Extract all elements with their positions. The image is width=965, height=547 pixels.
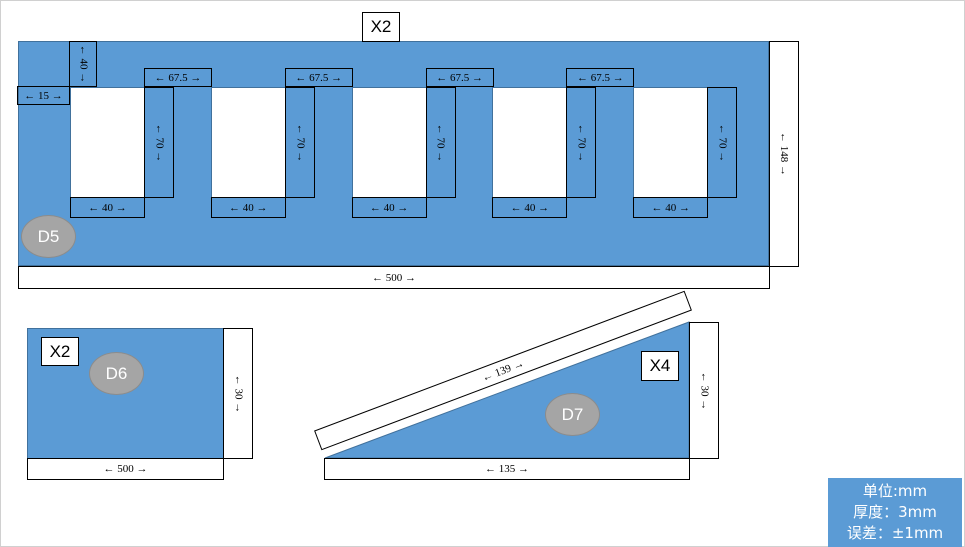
dim-base: ← 135 → <box>324 458 690 480</box>
dim-margin-top: ← 40 → <box>69 41 97 87</box>
dim-height: ← 30 → <box>223 328 253 459</box>
dim-slot-width: ← 40 → <box>70 197 145 218</box>
dim-slot-height: ← 70 → <box>284 87 315 198</box>
dim-height: ← 148 → <box>769 41 799 267</box>
unit-text: 单位:mm <box>862 482 928 500</box>
dim-slot-height: ← 70 → <box>566 87 597 198</box>
dim-slot-width: ← 40 → <box>351 197 427 218</box>
dim-slot-height: ← 70 → <box>707 87 738 198</box>
quantity-label: X2 <box>362 12 400 42</box>
tolerance-text: 误差：±1mm <box>846 524 944 542</box>
dim-margin-left: ← 15 → <box>17 86 70 105</box>
part-id-ellipse: D7 <box>545 393 600 436</box>
dim-slot-pitch: ← 67.5 → <box>566 68 635 87</box>
part-id-ellipse: D6 <box>89 352 144 395</box>
slot-cutout <box>70 87 145 198</box>
part-id-ellipse: D5 <box>21 215 76 258</box>
info-box: 单位:mm 厚度：3mm 误差：±1mm <box>828 478 962 547</box>
dim-slot-pitch: ← 67.5 → <box>144 68 212 87</box>
dim-slot-width: ← 40 → <box>633 197 709 218</box>
dim-height: ← 30 → <box>689 322 719 459</box>
thickness-text: 厚度：3mm <box>853 503 937 521</box>
dim-slot-height: ← 70 → <box>425 87 456 198</box>
slot-cutout <box>210 87 286 198</box>
slot-cutout <box>492 87 568 198</box>
dim-slot-pitch: ← 67.5 → <box>425 68 494 87</box>
dim-slot-width: ← 40 → <box>210 197 286 218</box>
dim-width: ← 500 → <box>18 266 770 289</box>
dim-width: ← 500 → <box>27 458 224 480</box>
dim-slot-pitch: ← 67.5 → <box>284 68 353 87</box>
dim-slot-height: ← 70 → <box>144 87 174 198</box>
dim-slot-width: ← 40 → <box>492 197 568 218</box>
quantity-label: X2 <box>41 337 79 366</box>
quantity-label: X4 <box>641 351 679 381</box>
